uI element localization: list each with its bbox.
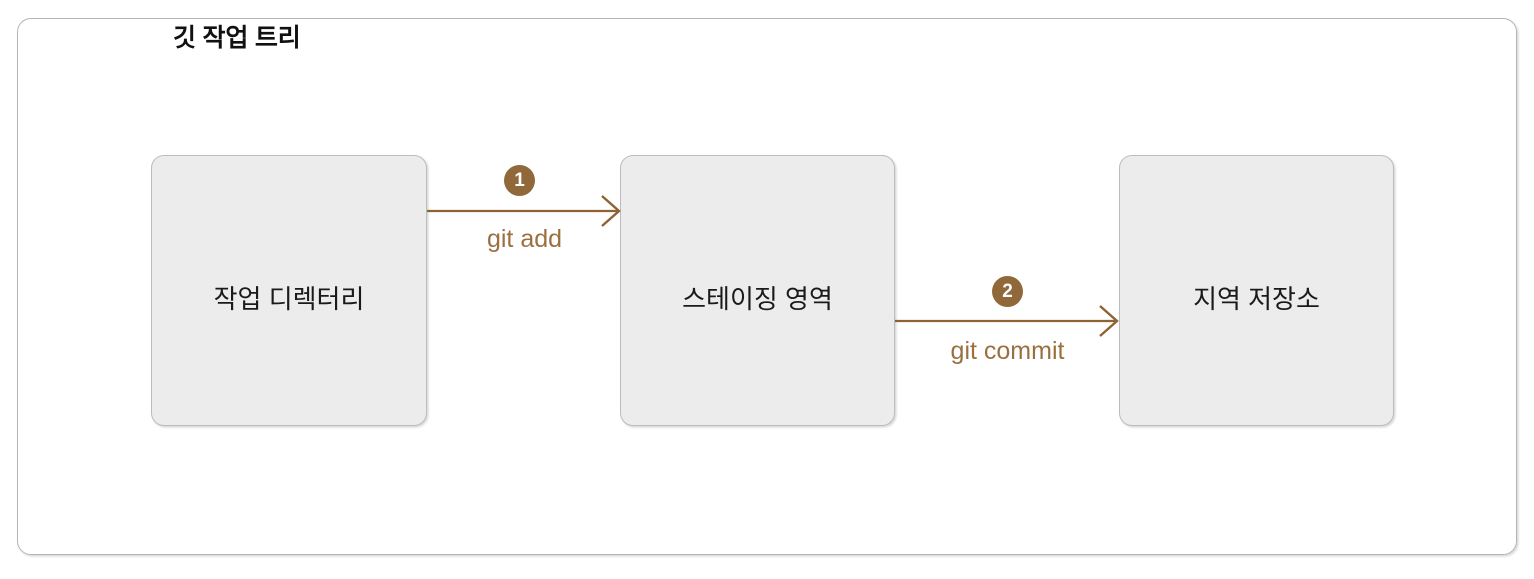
frame-title: 깃 작업 트리 [173, 24, 301, 52]
edge-label-git-commit: git commit [950, 337, 1065, 365]
node-local-repository[interactable]: 지역 저장소 [1119, 155, 1394, 426]
node-working-directory[interactable]: 작업 디렉터리 [151, 155, 427, 426]
frame-title-gap [164, 29, 346, 45]
node-staging-area-label: 스테이징 영역 [682, 284, 833, 314]
titled-frame: 깃 작업 트리 [17, 18, 1517, 555]
edge-label-git-add: git add [486, 225, 563, 253]
step-badge-2: 2 [992, 276, 1023, 307]
arrow-git-add-icon [427, 195, 621, 227]
node-staging-area[interactable]: 스테이징 영역 [620, 155, 895, 426]
arrow-git-commit-icon [895, 305, 1119, 337]
node-working-directory-label: 작업 디렉터리 [213, 284, 365, 314]
step-badge-1: 1 [504, 165, 535, 196]
node-local-repository-label: 지역 저장소 [1193, 284, 1320, 314]
